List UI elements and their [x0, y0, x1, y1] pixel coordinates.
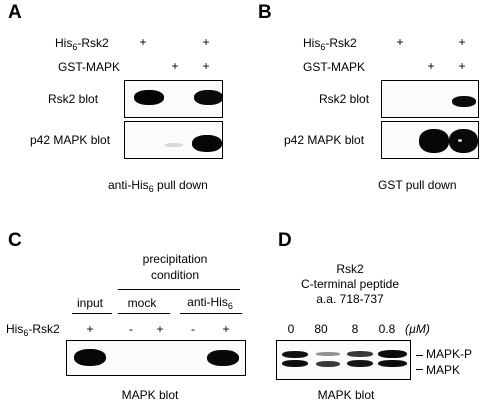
band-a-mapk-l3 — [192, 135, 222, 152]
band-d-l4-upper — [378, 350, 407, 358]
peptide-title-1: Rsk2 — [336, 262, 364, 276]
band-a-rsk2-l3 — [194, 90, 223, 105]
mapk-blot-d — [276, 340, 411, 380]
band-label-mapk: MAPK — [426, 363, 461, 377]
band-speck — [458, 139, 462, 142]
band-c-anti-his6 — [207, 350, 239, 366]
conc-0: 0 — [287, 322, 295, 336]
anti-his6-rule — [180, 313, 242, 314]
caption-a: anti-His6 pull down — [108, 178, 208, 194]
subscript-6: 6 — [148, 184, 154, 194]
subscript-6: 6 — [72, 42, 78, 52]
band-d-l2-upper — [316, 352, 340, 356]
mark-c-l3: + — [156, 322, 164, 336]
mark-b-r1-l1: + — [396, 35, 404, 49]
gst-mapk-label-a: GST-MAPK — [58, 60, 121, 74]
rsk2-blot-b — [381, 80, 479, 118]
mapk-p-tick — [416, 355, 423, 356]
caption-d: MAPK blot — [317, 388, 375, 402]
band-c-input — [74, 349, 106, 366]
condition-header: condition — [150, 268, 200, 282]
band-b-mapk-l2 — [419, 129, 449, 153]
conc-0-8: 0.8 — [378, 322, 396, 336]
unit-label: (µM) — [405, 322, 430, 336]
panel-letter-c: C — [8, 230, 22, 251]
mark-c-l1: + — [86, 322, 94, 336]
mark-a-r2-l2: + — [171, 59, 179, 73]
panel-letter-b: B — [258, 2, 272, 23]
his6-rsk2-label-a: His6-Rsk2 — [55, 36, 109, 52]
band-label-mapk-p: MAPK-P — [426, 347, 473, 361]
rsk2-blot-label-b: Rsk2 blot — [319, 92, 370, 106]
conc-8: 8 — [351, 322, 359, 336]
conc-80: 80 — [314, 322, 328, 336]
band-d-l2-lower — [316, 361, 340, 367]
mark-c-l2: - — [129, 322, 133, 336]
subscript-6: 6 — [227, 301, 233, 311]
band-b-rsk2-l3 — [452, 96, 476, 107]
rsk2-suffix: -Rsk2 — [77, 36, 109, 50]
subscript-6: 6 — [23, 328, 29, 338]
mapk-blot-c — [66, 340, 246, 376]
mark-a-r1-l1: + — [139, 35, 147, 49]
band-d-l3-upper — [347, 351, 373, 357]
col-input-label: input — [76, 296, 104, 310]
caption-a-pre: anti-His — [108, 178, 149, 192]
rsk2-suffix: -Rsk2 — [28, 322, 60, 336]
gst-mapk-label-b: GST-MAPK — [303, 60, 366, 74]
mark-c-l4: - — [191, 322, 195, 336]
mark-c-l5: + — [222, 322, 230, 336]
mark-a-r2-l3: + — [202, 59, 210, 73]
mapk-tick — [416, 369, 423, 370]
band-d-l3-lower — [347, 360, 373, 367]
col-mock-label: mock — [127, 296, 157, 310]
band-a-rsk2-l1 — [134, 90, 164, 105]
band-d-l1-lower — [282, 360, 308, 367]
mark-a-r1-l3: + — [202, 35, 210, 49]
rsk2-suffix: -Rsk2 — [325, 36, 357, 50]
his-text: His — [303, 36, 321, 50]
band-b-mapk-l3 — [449, 129, 478, 153]
band-d-l4-lower — [378, 360, 407, 367]
his-text: His — [6, 322, 24, 336]
p42-mapk-blot-label-b: p42 MAPK blot — [284, 133, 365, 147]
p42-mapk-blot-a — [124, 121, 223, 159]
p42-mapk-blot-label-a: p42 MAPK blot — [30, 133, 111, 147]
mark-b-r2-l3: + — [458, 59, 466, 73]
input-rule — [72, 313, 112, 314]
subscript-6: 6 — [320, 42, 326, 52]
mark-b-r2-l2: + — [427, 59, 435, 73]
precipitation-header: precipitation — [142, 252, 208, 266]
caption-b: GST pull down — [378, 178, 457, 192]
his6-rsk2-label-b: His6-Rsk2 — [303, 36, 357, 52]
peptide-title-2: C-terminal peptide — [300, 277, 400, 291]
panel-letter-d: D — [278, 230, 292, 251]
rsk2-blot-a — [124, 80, 223, 118]
mark-b-r1-l3: + — [458, 35, 466, 49]
band-d-l1-upper — [282, 351, 308, 358]
caption-a-post: pull down — [153, 178, 208, 192]
anti-his-text: anti-His — [187, 295, 228, 309]
mock-rule — [118, 313, 170, 314]
rsk2-blot-label-a: Rsk2 blot — [48, 92, 99, 106]
peptide-title-3: a.a. 718-737 — [316, 292, 384, 306]
header-rule — [118, 289, 240, 290]
col-anti-his6-label: anti-His6 — [178, 295, 242, 311]
band-a-mapk-l2 — [165, 143, 183, 147]
panel-letter-a: A — [8, 2, 22, 23]
p42-mapk-blot-b — [381, 121, 479, 159]
his-text: His — [55, 36, 73, 50]
his6-rsk2-label-c: His6-Rsk2 — [6, 322, 60, 338]
caption-c: MAPK blot — [121, 388, 179, 402]
